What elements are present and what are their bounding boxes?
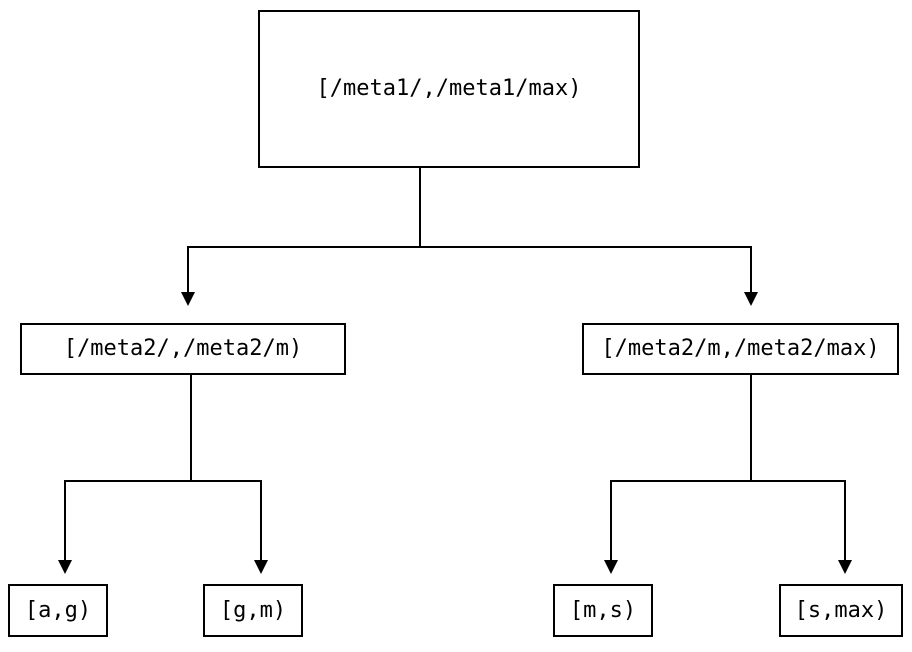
arrowhead-leaf-smax-icon (838, 560, 852, 574)
edge-mid-left-stem (190, 375, 192, 482)
tree-node-leaf-smax[interactable]: [s,max) (779, 584, 903, 637)
arrowhead-root-to-mid-left-icon (181, 292, 195, 306)
arrowhead-leaf-ag-icon (58, 560, 72, 574)
edge-root-horizontal-bar (187, 246, 752, 248)
tree-node-leaf-ms[interactable]: [m,s) (553, 584, 653, 637)
tree-node-root-label: [/meta1/,/meta1/max) (316, 76, 582, 101)
tree-node-mid-right[interactable]: [/meta2/m,/meta2/max) (582, 323, 899, 375)
edge-mid-right-to-leaf-ms (610, 480, 612, 560)
edge-mid-right-stem (750, 375, 752, 482)
edge-mid-left-to-leaf-gm (260, 480, 262, 560)
tree-node-leaf-ms-label: [m,s) (569, 597, 637, 623)
tree-node-leaf-gm[interactable]: [g,m) (203, 584, 303, 637)
arrowhead-leaf-ms-icon (604, 560, 618, 574)
arrowhead-leaf-gm-icon (254, 560, 268, 574)
tree-node-leaf-ag[interactable]: [a,g) (8, 584, 108, 637)
edge-mid-right-to-leaf-smax (844, 480, 846, 560)
tree-node-leaf-gm-label: [g,m) (219, 597, 287, 623)
arrowhead-root-to-mid-right-icon (744, 292, 758, 306)
tree-node-root[interactable]: [/meta1/,/meta1/max) (258, 10, 640, 168)
edge-mid-left-horizontal-bar (64, 480, 262, 482)
tree-node-mid-left[interactable]: [/meta2/,/meta2/m) (20, 323, 346, 375)
edge-mid-right-horizontal-bar (610, 480, 846, 482)
edge-mid-left-to-leaf-ag (64, 480, 66, 560)
edge-root-stem (419, 168, 421, 248)
tree-node-leaf-smax-label: [s,max) (794, 597, 888, 623)
edge-root-to-mid-right (750, 246, 752, 292)
tree-node-leaf-ag-label: [a,g) (24, 597, 92, 623)
edge-root-to-mid-left (187, 246, 189, 292)
tree-node-mid-right-label: [/meta2/m,/meta2/max) (601, 336, 880, 361)
tree-node-mid-left-label: [/meta2/,/meta2/m) (63, 336, 303, 361)
